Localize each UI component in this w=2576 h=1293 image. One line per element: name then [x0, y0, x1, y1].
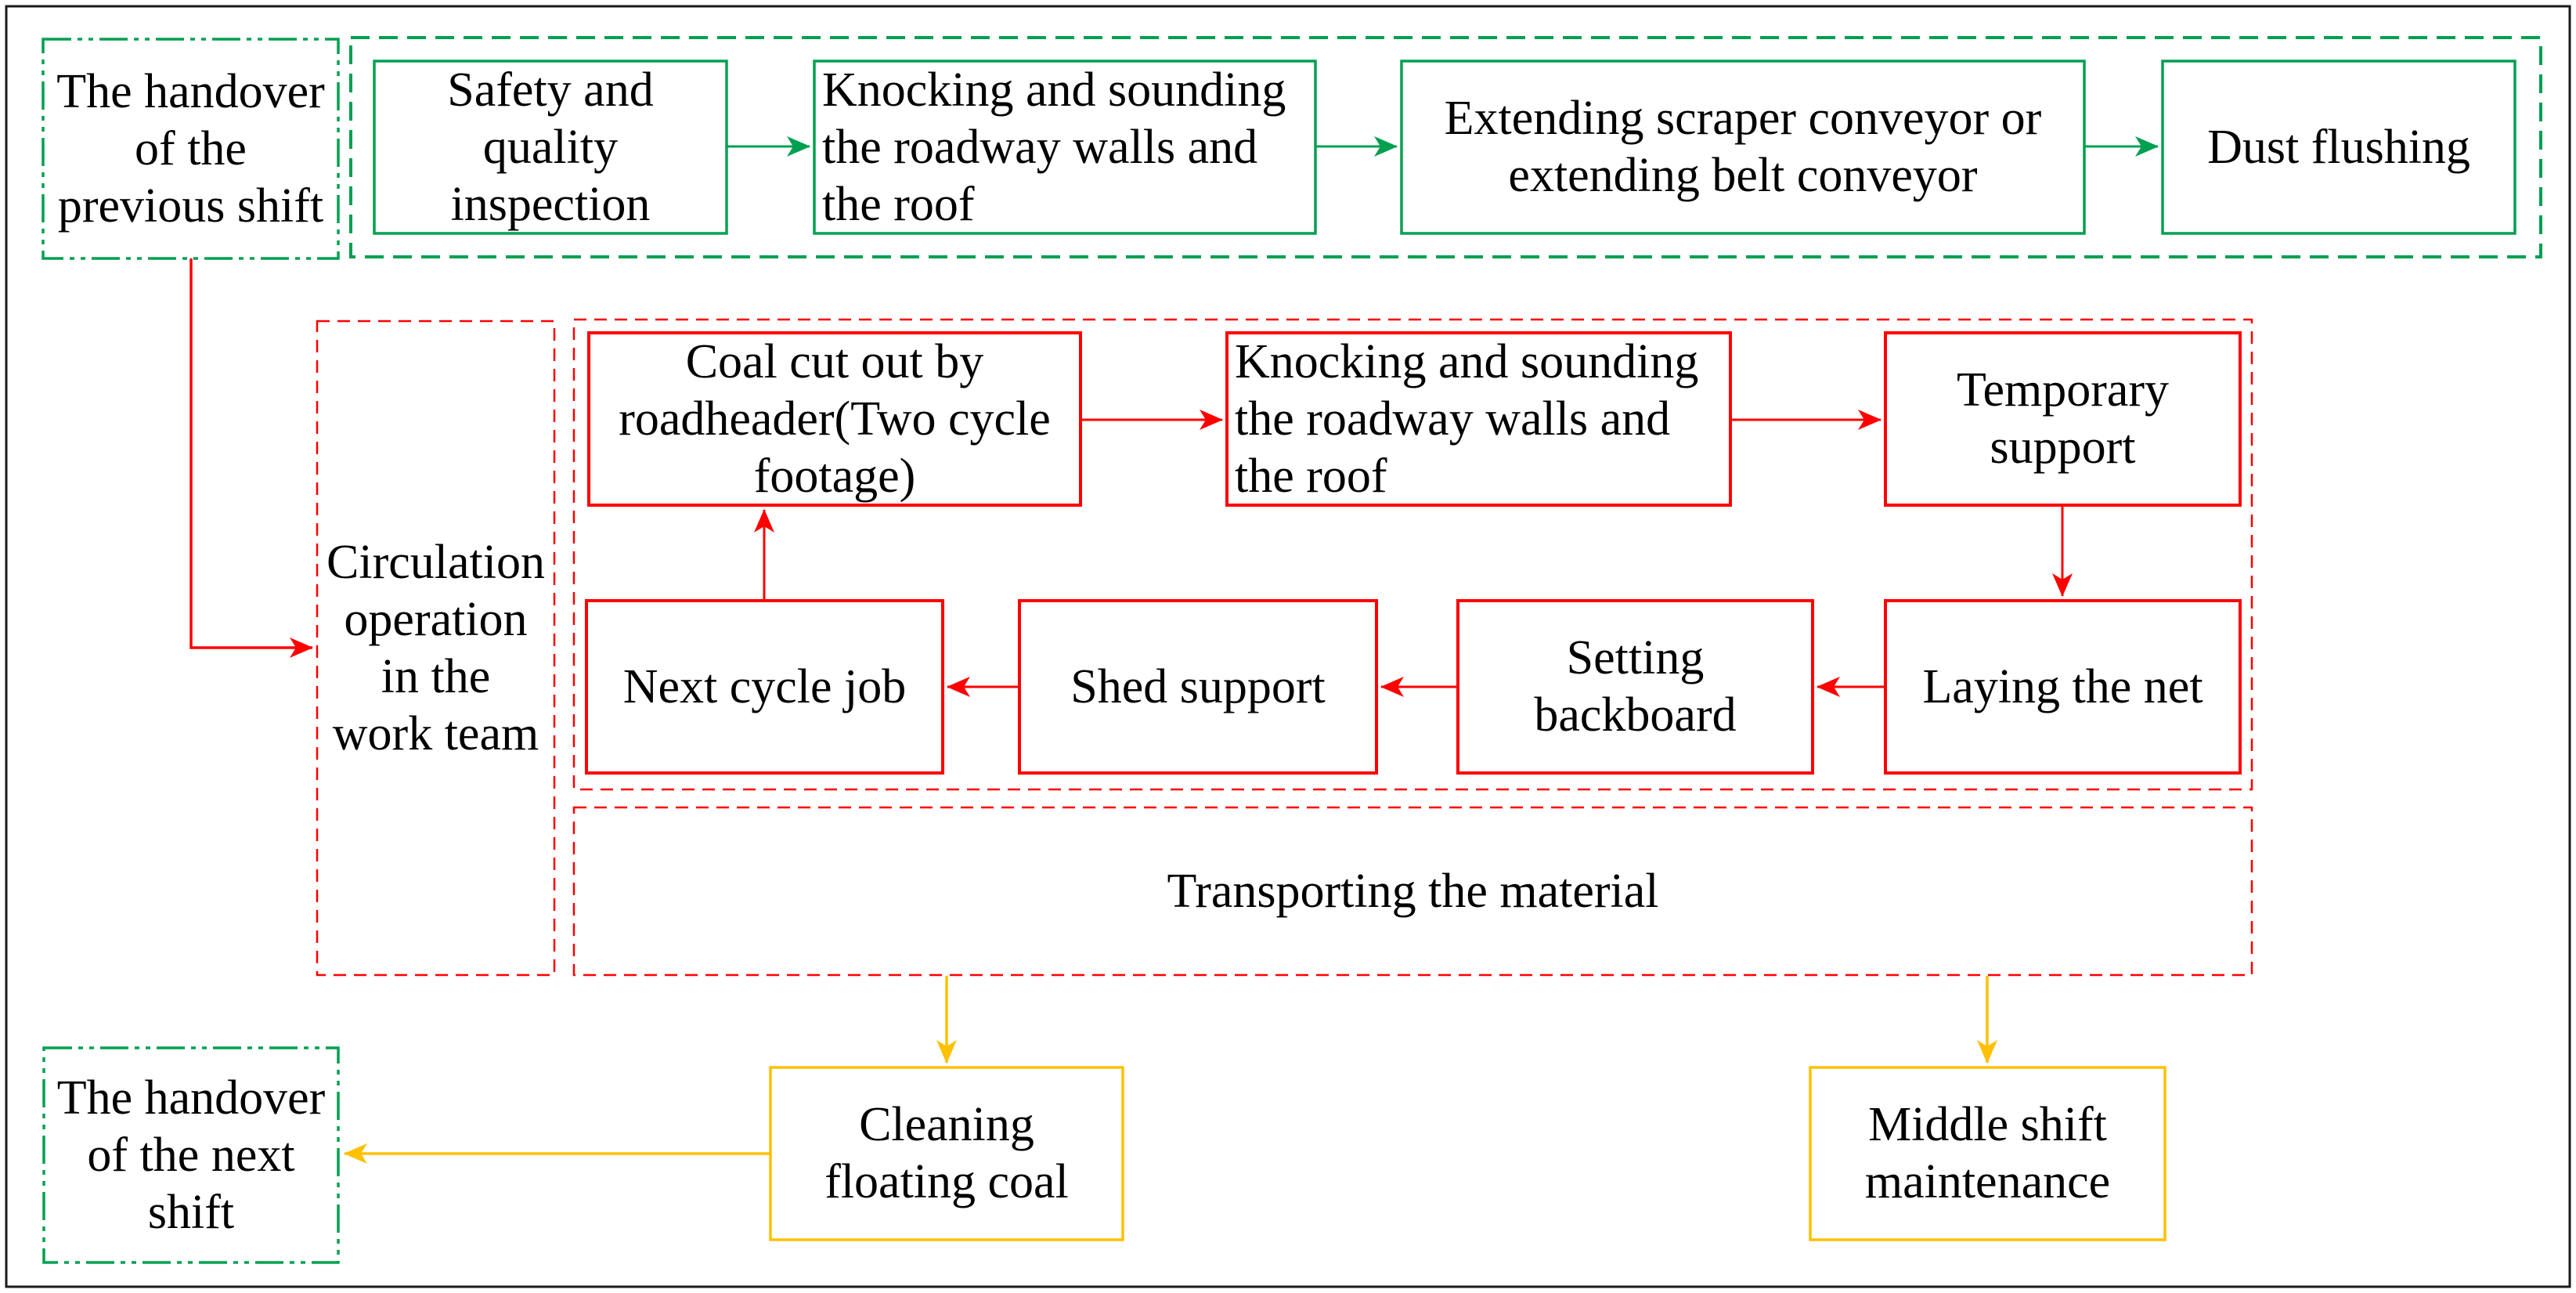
middle-shift-maintenance-label: Middle shift maintenance: [1864, 1098, 2111, 1208]
laying-net-box: [1884, 599, 2242, 775]
next-shift-label: The handover of the next shift: [56, 1071, 326, 1239]
next-cycle-job-box: [585, 599, 944, 775]
shed-support-label: Shed support: [1070, 659, 1326, 713]
transporting-material-label: Transporting the material: [1167, 864, 1659, 918]
next-cycle-job-label: Next cycle job: [622, 659, 907, 713]
previous-shift-box: [41, 38, 340, 260]
middle-shift-maintenance-box: [1809, 1066, 2167, 1241]
safety-inspection-box: [373, 60, 728, 235]
setting-backboard-box: [1456, 599, 1814, 775]
laying-net-label: Laying the net: [1922, 659, 2203, 713]
circulation-operation-container: [316, 320, 556, 977]
transporting-material-box: [572, 806, 2253, 977]
cleaning-coal-box: [769, 1066, 1124, 1241]
extending-conveyor-label: Extending scraper conveyor or extending …: [1444, 92, 2042, 202]
knocking-sounding-green-label: Knocking and sounding the roadway walls …: [822, 63, 1286, 231]
coal-cut-box: [587, 331, 1082, 507]
cleaning-coal-label: Cleaning floating coal: [824, 1098, 1069, 1208]
previous-shift-label: The handover of the previous shift: [56, 64, 325, 233]
dust-flushing-label: Dust flushing: [2207, 120, 2470, 174]
knocking-sounding-green-box: [813, 60, 1317, 235]
arrow-previous-shift-to-circulation: [189, 258, 313, 658]
temporary-support-label: Temporary support: [1956, 363, 2170, 474]
knocking-sounding-red-box: [1225, 331, 1732, 507]
shed-support-box: [1018, 599, 1378, 775]
outer-frame: [5, 5, 2571, 1288]
knocking-sounding-red-label: Knocking and sounding the roadway walls …: [1235, 334, 1699, 503]
cycle-operations-container: [572, 318, 2253, 791]
safety-inspection-label: Safety and quality inspection: [447, 63, 654, 231]
circulation-operation-label: Circulation operation in the work team: [327, 535, 545, 760]
coal-cut-label: Coal cut out by roadheader(Two cycle foo…: [619, 334, 1051, 503]
next-shift-box: [42, 1046, 340, 1264]
setting-backboard-label: Setting backboard: [1534, 631, 1737, 742]
dust-flushing-box: [2161, 60, 2516, 235]
extending-conveyor-box: [1400, 60, 2086, 235]
preparation-stage-container: [349, 36, 2542, 258]
